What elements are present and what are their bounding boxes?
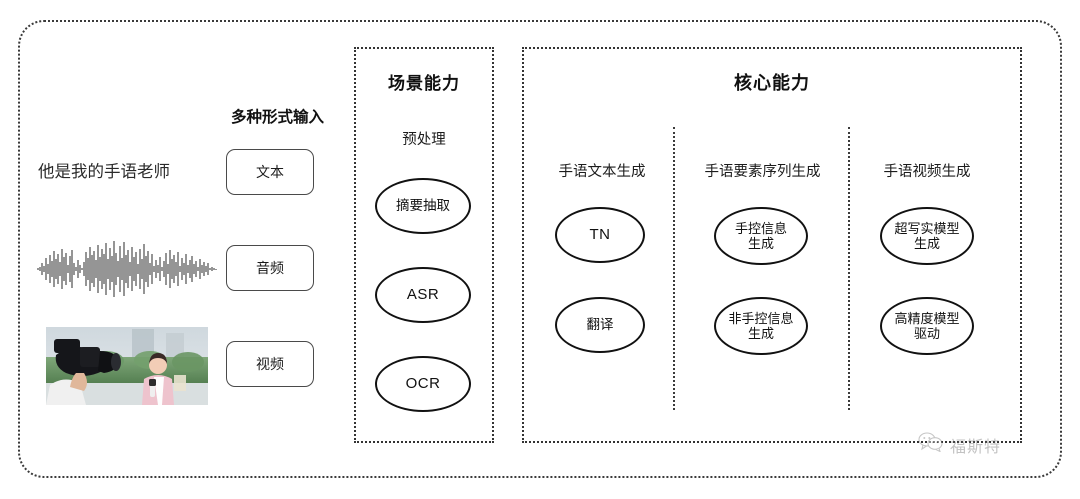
node-label-wrap: 手控信息 生成: [735, 221, 787, 252]
node-label-line1: 非手控信息: [728, 310, 794, 326]
node-label: 摘要抽取: [396, 198, 450, 214]
modality-label: 文本: [256, 164, 284, 180]
node-non-manual-signal-generation[interactable]: 非手控信息 生成: [714, 297, 808, 355]
scene-capability-panel: 场景能力 预处理: [354, 47, 494, 443]
core-column-divider-2: [848, 127, 850, 410]
diagram-outer-frame: [18, 20, 1062, 478]
node-label: ASR: [406, 286, 440, 304]
input-section-heading: 多种形式输入: [230, 109, 324, 126]
core-column-header-text-generation: 手语文本生成: [558, 164, 646, 180]
scene-panel-title: 场景能力: [388, 74, 460, 93]
audio-waveform-icon: [36, 238, 218, 300]
node-tn[interactable]: TN: [555, 207, 645, 263]
modality-button-video[interactable]: 视频: [226, 341, 314, 387]
node-label-line2: 生成: [913, 236, 940, 251]
scene-group-label: 预处理: [402, 132, 446, 148]
node-label: OCR: [405, 375, 441, 393]
modality-label: 音频: [256, 260, 284, 276]
node-label-line2: 生成: [747, 326, 774, 341]
core-column-header-element-sequence: 手语要素序列生成: [704, 164, 821, 180]
node-label-wrap: 非手控信息 生成: [728, 311, 793, 342]
node-translation[interactable]: 翻译: [555, 297, 645, 353]
node-label: TN: [589, 226, 611, 244]
node-label-line2: 生成: [747, 236, 774, 251]
watermark-text: 福斯特: [950, 438, 1002, 456]
modality-button-audio[interactable]: 音频: [226, 245, 314, 291]
node-ocr[interactable]: OCR: [375, 356, 471, 412]
core-column-divider-1: [673, 127, 675, 410]
modality-label: 视频: [256, 356, 284, 372]
core-capability-panel: 核心能力: [522, 47, 1022, 443]
node-summary-extraction[interactable]: 摘要抽取: [375, 178, 471, 234]
node-label-line1: 超写实模型: [894, 220, 960, 236]
node-high-precision-model-drive[interactable]: 高精度模型 驱动: [880, 297, 974, 355]
wechat-icon: [918, 432, 944, 457]
core-column-header-video-generation: 手语视频生成: [883, 164, 971, 180]
node-label-line1: 高精度模型: [894, 310, 960, 326]
core-panel-title: 核心能力: [734, 73, 810, 93]
node-hyperrealistic-model-generation[interactable]: 超写实模型 生成: [880, 207, 974, 265]
node-label-line1: 手控信息: [734, 220, 787, 236]
node-manual-signal-generation[interactable]: 手控信息 生成: [714, 207, 808, 265]
sample-sentence-text: 他是我的手语老师: [38, 163, 170, 181]
watermark: 福斯特: [918, 432, 1001, 457]
node-label-wrap: 超写实模型 生成: [894, 221, 959, 252]
video-thumbnail-image: [46, 327, 208, 405]
modality-button-text[interactable]: 文本: [226, 149, 314, 195]
node-label: 翻译: [586, 317, 614, 333]
node-label-wrap: 高精度模型 驱动: [894, 311, 959, 342]
node-label-line2: 驱动: [913, 326, 940, 341]
node-asr[interactable]: ASR: [375, 267, 471, 323]
